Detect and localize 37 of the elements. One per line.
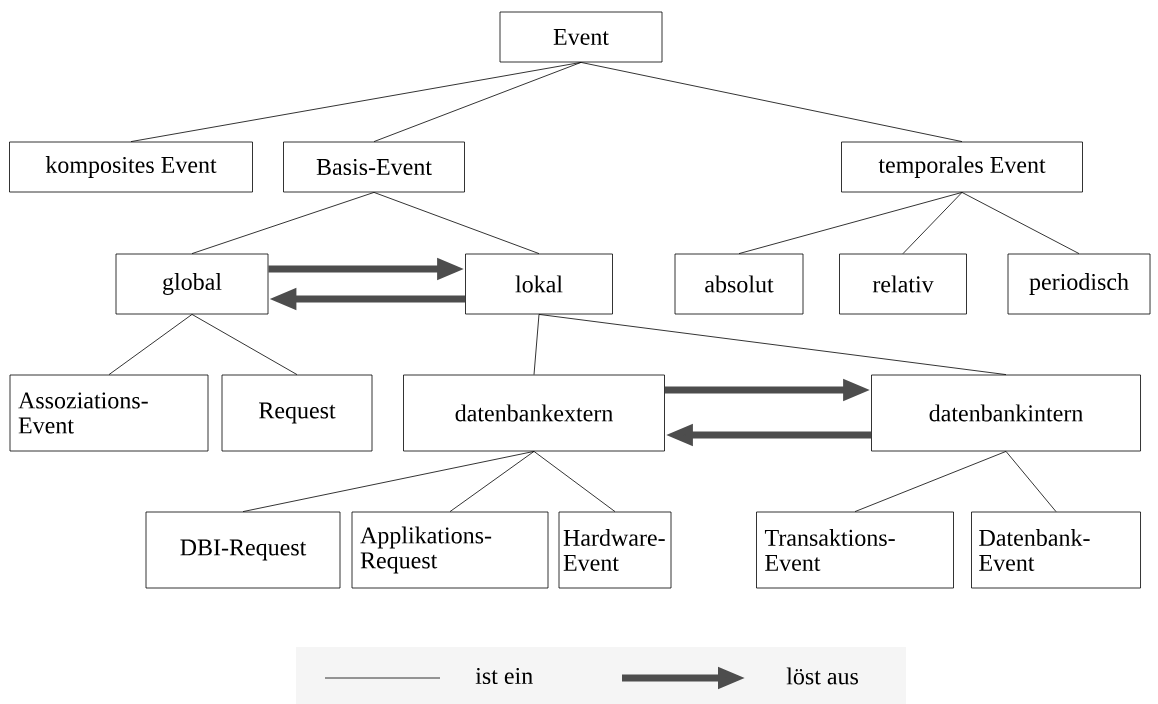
category-box: relativ [839,253,967,315]
connector-line [533,451,616,512]
connector-line [130,62,582,142]
category-box: komposites Event [9,141,253,193]
legend-label: löst aus [786,667,858,685]
category-box: Request [221,374,373,452]
category-box: DBI-Request [145,511,341,589]
connector-line [738,192,963,254]
connector-line [191,192,375,254]
connector-line [961,192,1080,254]
connector-line [538,314,1007,375]
category-box: Basis-Event [283,141,465,193]
category-box: absolut [674,253,804,315]
category-box: datenbankintern [871,374,1141,452]
connector-line [373,192,540,254]
category-box: datenbankextern [403,374,665,452]
category-box: periodisch [1007,253,1151,315]
connector-line [242,451,535,512]
category-box: lokal [465,253,613,315]
connector-line [373,62,582,142]
connector-line [108,314,193,375]
legend-label: ist ein [475,667,533,685]
category-box: Event [499,11,663,63]
connector-line [1005,451,1057,512]
connector-line [191,314,298,375]
category-box: Transaktions- Event [756,511,954,589]
category-box: Assoziations- Event [9,374,209,452]
category-box: global [115,253,269,315]
category-box: Applikations- Request [351,511,549,589]
connector-line [533,314,540,375]
connector-line [580,62,963,142]
connector-line [449,451,535,512]
category-box: temporales Event [841,141,1083,193]
category-box: Datenbank- Event [971,511,1141,589]
connector-line [854,451,1007,512]
connector-line [902,192,963,254]
category-box: Hardware- Event [558,511,672,589]
